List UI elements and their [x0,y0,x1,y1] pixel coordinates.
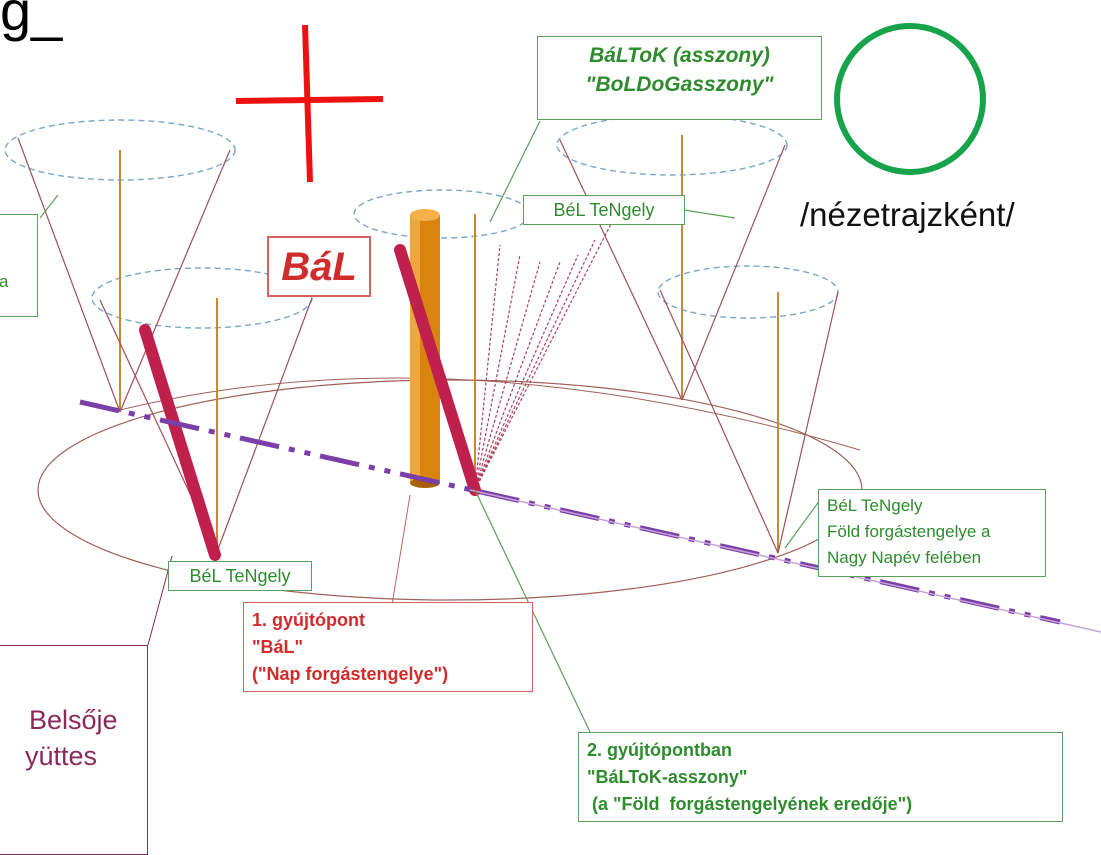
green-circle-icon [834,23,986,175]
red-cross-icon [235,24,384,183]
label-bal-big: BáL [267,236,371,297]
label-bel-axis-top: BéL TeNgely [523,195,685,225]
orbit-mid-right [657,265,839,319]
label-focus2-line2: "BáLToK-asszony" [587,767,748,787]
cone-lines [17,137,839,554]
fan-lines [474,221,613,491]
inner-orbit-arc [119,377,861,451]
crimson-rods [139,244,481,561]
label-baltok-line2: "BoLDoGasszony" [585,73,774,96]
label-focus2-line1: 2. gyújtópontban [587,740,732,760]
top-left-glyphs: g_ [0,0,63,42]
label-bel-axis-right: BéL TeNgely Föld forgástengelye a Nagy N… [818,489,1046,577]
label-baltok-line1: BáLToK (asszony) [589,44,770,67]
label-focus1-line2: "BáL" [252,637,304,657]
label-bel-axis-right-line3: Nagy Napév felében [827,548,982,567]
label-focus1-line1: 1. gyújtópont [252,610,365,630]
label-bel-axis-top-text: BéL TeNgely [553,200,655,220]
label-left-cut-box: Belsője yüttes [0,645,148,855]
label-focus1: 1. gyújtópont "BáL" ("Nap forgástengelye… [243,602,533,692]
label-left-cut-a-text: a [0,272,9,291]
label-bal-big-text: BáL [281,245,357,289]
label-focus2-line3: (a "Föld forgástengelyének eredője") [587,794,913,814]
thin-extension-line [469,489,1101,633]
caption-nezetrajz: /nézetrajzként/ [800,196,1015,233]
thin-axes [119,135,779,553]
label-left-cut-box-line1: Belsője [29,705,118,735]
label-bel-axis-left-text: BéL TeNgely [189,566,291,586]
label-focus1-line3: ("Nap forgástengelye") [252,664,449,684]
label-bel-axis-right-line1: BéL TeNgely [827,496,923,515]
label-focus2: 2. gyújtópontban "BáLToK-asszony" (a "Fö… [578,732,1063,822]
label-baltok: BáLToK (asszony) "BoLDoGasszony" [537,36,822,120]
red-connector [391,494,411,606]
label-left-cut-box-line2: yüttes [25,741,98,771]
orbit-center-top [353,189,531,239]
label-bel-axis-left: BéL TeNgely [168,561,312,591]
label-bel-axis-right-line2: Föld forgástengelye a [827,522,991,541]
label-left-cut-a: a [0,214,38,317]
orbit-top-right [556,114,788,176]
